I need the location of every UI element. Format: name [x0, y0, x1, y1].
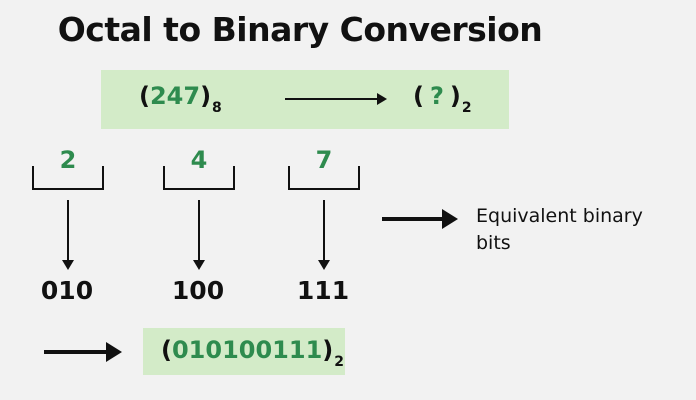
close-paren: )	[322, 336, 334, 364]
open-paren: (	[413, 82, 424, 110]
down-arrow-icon	[193, 200, 205, 270]
bracket	[288, 166, 360, 190]
open-paren: (	[139, 82, 150, 110]
bracket	[32, 166, 104, 190]
legend-line-1: Equivalent binary	[476, 205, 643, 227]
binary-unknown-expression: (?)2	[413, 82, 472, 116]
base-subscript: 2	[461, 100, 472, 116]
octal-digit: 7	[315, 146, 333, 174]
binary-bits: 100	[171, 276, 225, 305]
base-subscript: 8	[212, 100, 222, 116]
octal-digit: 4	[190, 146, 208, 174]
close-paren: )	[449, 82, 461, 110]
octal-value: 247	[149, 82, 201, 110]
binary-bits: 111	[296, 276, 350, 305]
legend-arrow-icon	[382, 209, 458, 229]
result-box: (010100111)2	[143, 328, 345, 375]
page-title: Octal to Binary Conversion	[57, 10, 543, 49]
base-subscript: 2	[334, 354, 344, 370]
conversion-box: (247)8 (?)2	[101, 70, 509, 129]
legend-label: Equivalent binary bits	[476, 203, 643, 257]
down-arrow-icon	[62, 200, 74, 270]
down-arrow-icon	[318, 200, 330, 270]
octal-expression: (247)8	[139, 82, 222, 116]
result-expression: (010100111)2	[161, 336, 344, 370]
open-paren: (	[161, 336, 172, 364]
result-arrow-icon	[44, 342, 122, 362]
bracket	[163, 166, 235, 190]
octal-digit: 2	[59, 146, 77, 174]
close-paren: )	[200, 82, 212, 110]
right-arrow-icon	[285, 93, 387, 105]
unknown-value: ?	[429, 82, 444, 110]
legend-line-2: bits	[476, 232, 511, 254]
binary-bits: 010	[40, 276, 94, 305]
result-value: 010100111	[171, 336, 323, 364]
